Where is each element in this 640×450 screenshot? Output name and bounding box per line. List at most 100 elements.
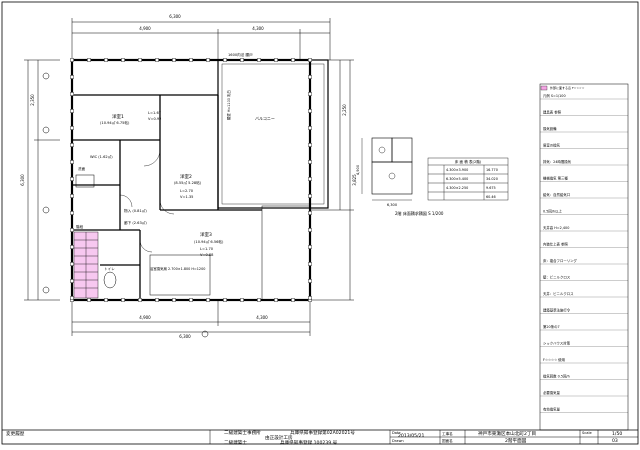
column-marker: [206, 298, 210, 302]
top-total-dim: 6,300: [169, 14, 181, 19]
column-marker: [308, 228, 312, 232]
storage-label: 物入 (0.81㎡): [124, 208, 147, 213]
marker-circle-icon: [42, 72, 50, 80]
column-marker: [70, 245, 74, 249]
spec-note: 天井高 H=2,400: [543, 225, 569, 230]
column-marker: [104, 298, 108, 302]
drawing-label: 図面名: [442, 439, 453, 443]
column-marker: [257, 58, 261, 62]
spec-note: 0.5回/h以上: [543, 209, 562, 214]
column-marker: [70, 279, 74, 283]
toilet-fixture: [103, 271, 117, 289]
room-2-v: V=1.35: [180, 195, 193, 199]
spec-note: 換気設備: [543, 126, 557, 131]
column-marker: [189, 298, 193, 302]
toilet-label: トイレ: [104, 267, 115, 271]
spec-note: 内装仕上表 参照: [543, 242, 568, 247]
column-marker: [308, 194, 312, 198]
spec-note: 天井：ビニルクロス: [543, 291, 574, 296]
top-dim-2: 4,300: [252, 26, 264, 31]
office-label: 二級建築士事務所: [224, 431, 261, 436]
column-marker: [172, 298, 176, 302]
column-marker: [70, 262, 74, 266]
column-marker: [274, 58, 278, 62]
closet-label: WIC (1.62㎡): [90, 154, 113, 159]
door-swings: [119, 149, 175, 253]
spec-note: 給気：自然給気口: [543, 192, 570, 197]
legend-strip-text: 外部に面する窓 F☆☆☆☆: [550, 85, 585, 90]
spec-note: 建築基準法施行令: [543, 308, 571, 313]
column-marker: [308, 245, 312, 249]
spec-note: 建具表 参照: [543, 110, 562, 115]
balcony-note: 腰壁 H=1100 乳白: [226, 90, 231, 120]
date-label: Date: [392, 431, 401, 435]
room-3-l: L=1.70: [200, 247, 214, 251]
room-1-v: V=0.92: [148, 117, 161, 121]
room-2-name: 洋室2: [180, 173, 192, 180]
exterior-walls: [70, 58, 329, 302]
column-marker: [70, 177, 74, 181]
bottom-dim-2: 4,300: [256, 315, 268, 320]
bottom-dimension: [71, 300, 311, 336]
room-3-name: 洋室3: [200, 231, 212, 238]
left-dim-2: 6,300: [20, 174, 25, 186]
column-marker: [240, 58, 244, 62]
column-marker: [70, 109, 74, 113]
project-label: 工事名: [442, 432, 453, 436]
column-marker: [308, 262, 312, 266]
spec-panel: [539, 83, 629, 431]
bath-fixture: [149, 254, 211, 296]
room-3-area: (10.94㎡ 6.56帖): [194, 239, 224, 244]
room-1-area: (10.94㎡ 6.75帖): [100, 120, 130, 125]
room-2-area: (8.55㎡ 5.28帖): [174, 180, 202, 185]
spec-note: 凡例 S=1/100: [543, 93, 566, 98]
marker-circle-icon: [42, 126, 50, 134]
column-marker: [138, 58, 142, 62]
column-marker: [291, 298, 295, 302]
mini-area-marker-icon: [388, 172, 396, 180]
room-1-l: L=1.67: [148, 111, 161, 115]
area-table-title: 床 面 積 表(2階): [455, 159, 482, 164]
column-marker: [308, 126, 312, 130]
spec-note: シックハウス対策: [543, 341, 571, 346]
marker-circle-icon: [201, 330, 209, 338]
mini-area-marker-icon: [378, 146, 386, 154]
project-value: 神戸市東灘区本山北町2丁目: [478, 432, 537, 437]
column-marker: [138, 298, 142, 302]
scale-value: 1/50: [612, 432, 623, 437]
bottom-total-dim: 6,300: [179, 334, 191, 339]
right-dim-2: 3,825: [352, 174, 357, 186]
sink-fixture: [75, 174, 95, 188]
column-marker: [189, 58, 193, 62]
area-row-3-value: 9.675: [486, 186, 496, 190]
column-marker: [308, 143, 312, 147]
spec-note: F☆☆☆☆ 使用: [543, 357, 565, 362]
column-marker: [308, 177, 312, 181]
column-marker: [257, 298, 261, 302]
column-marker: [155, 58, 159, 62]
marker-circle-icon: [42, 286, 50, 294]
revision-label: 変更履歴: [6, 432, 25, 437]
legend-swatch: [540, 85, 548, 91]
wash-label: 洗面: [78, 166, 86, 171]
column-marker: [223, 58, 227, 62]
room-2-l: L=2.70: [180, 189, 194, 193]
spec-note: 第20条の7: [543, 324, 560, 329]
balcony-label: バルコニー: [255, 116, 275, 121]
column-marker: [308, 211, 312, 215]
date-value: 2013/05/21: [398, 434, 425, 439]
left-dim-1: 2,350: [30, 94, 35, 106]
column-marker: [240, 298, 244, 302]
mini-dim-bottom: 6,300: [387, 203, 398, 207]
column-marker: [70, 296, 74, 300]
left-dimension: [24, 59, 60, 301]
area-row-1-formula: 4.300×3.900: [446, 168, 468, 172]
area-row-1-value: 16.770: [486, 168, 498, 172]
column-marker: [70, 126, 74, 130]
column-marker: [308, 296, 312, 300]
column-marker: [70, 211, 74, 215]
column-marker: [121, 298, 125, 302]
column-marker: [70, 228, 74, 232]
column-marker: [104, 58, 108, 62]
